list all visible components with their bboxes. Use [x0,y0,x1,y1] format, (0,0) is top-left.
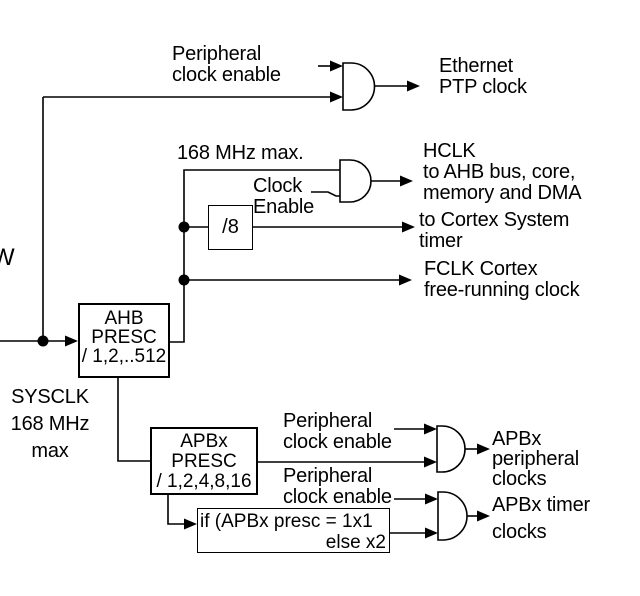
and-gate-apbx-peripheral [436,425,466,473]
apbx-prescaler-box: APBx PRESC / 1,2,4,8,16 [150,427,258,495]
divide-by-8-label: /8 [222,216,239,238]
apbx-prescaler-label: APBx PRESC / 1,2,4,8,16 [156,431,252,492]
and-gate-apbx-timer [437,491,468,541]
arrowhead-ethernet-out [407,80,420,92]
wire-apbx-to-if [167,495,186,525]
peripheral-clock-enable-top-label: Peripheral clock enable [172,43,281,86]
ahb-prescaler-box: AHB PRESC / 1,2,..512 [78,303,170,378]
fclk-label: FCLK Cortex free-running clock [424,258,580,301]
clock-enable-label: Clock Enable [253,175,315,218]
divide-by-8-box: /8 [208,205,253,250]
ahb-prescaler-label: AHB PRESC / 1,2,..512 [81,308,167,367]
apbx-timer-multiplier-box: if (APBx presc = 1x1 else x2 [197,508,390,553]
apbx-peripheral-clocks-label: APBx peripheral clocks [492,428,579,490]
junction-div8 [178,221,190,233]
wire-ahb-out-rail [170,169,340,343]
arrowhead-apbx-out [424,456,437,468]
arrowhead-periph-enable-1 [424,423,437,435]
arrowhead-if-out [425,527,438,539]
arrowhead-cortex-timer [402,221,415,233]
arrowhead-periph-enable-top [330,60,343,72]
168-mhz-max-label: 168 MHz max. [177,142,304,164]
wire-clock-enable [311,191,340,197]
sysclk-label: SYSCLK 168 MHz max [10,386,90,462]
arrowhead-hclk-out [400,175,413,187]
arrowhead-timer-out [477,510,490,522]
junction-fclk [178,274,190,286]
arrowhead-fclk [399,274,412,286]
apbx-timer-clocks-label: APBx timer clocks [492,494,591,543]
peripheral-clock-enable-2-label: Peripheral clock enable [283,465,392,508]
peripheral-clock-enable-1-label: Peripheral clock enable [283,410,392,453]
junction-sysclk [37,335,49,347]
w-partial-label: W [0,244,15,271]
cortex-system-timer-label: to Cortex System timer [419,209,570,252]
if-condition-line1: if (APBx presc = 1x1 [200,511,373,532]
and-gate-ethernet-ptp [342,62,376,111]
arrowhead-apbx-periph-out [477,443,490,455]
if-condition-line2: else x2 [325,532,386,553]
wire-ahb-to-apbx [117,378,150,462]
hclk-label: HCLK to AHB bus, core, memory and DMA [423,140,582,204]
arrowhead-periph-enable-2 [425,493,438,505]
arrowhead-to-ethernet-gate [330,91,343,103]
arrowhead-into-if-box [184,518,197,530]
and-gate-hclk [339,159,372,203]
arrowhead-sysclk-in [65,335,78,347]
ethernet-ptp-clock-label: Ethernet PTP clock [439,55,527,98]
